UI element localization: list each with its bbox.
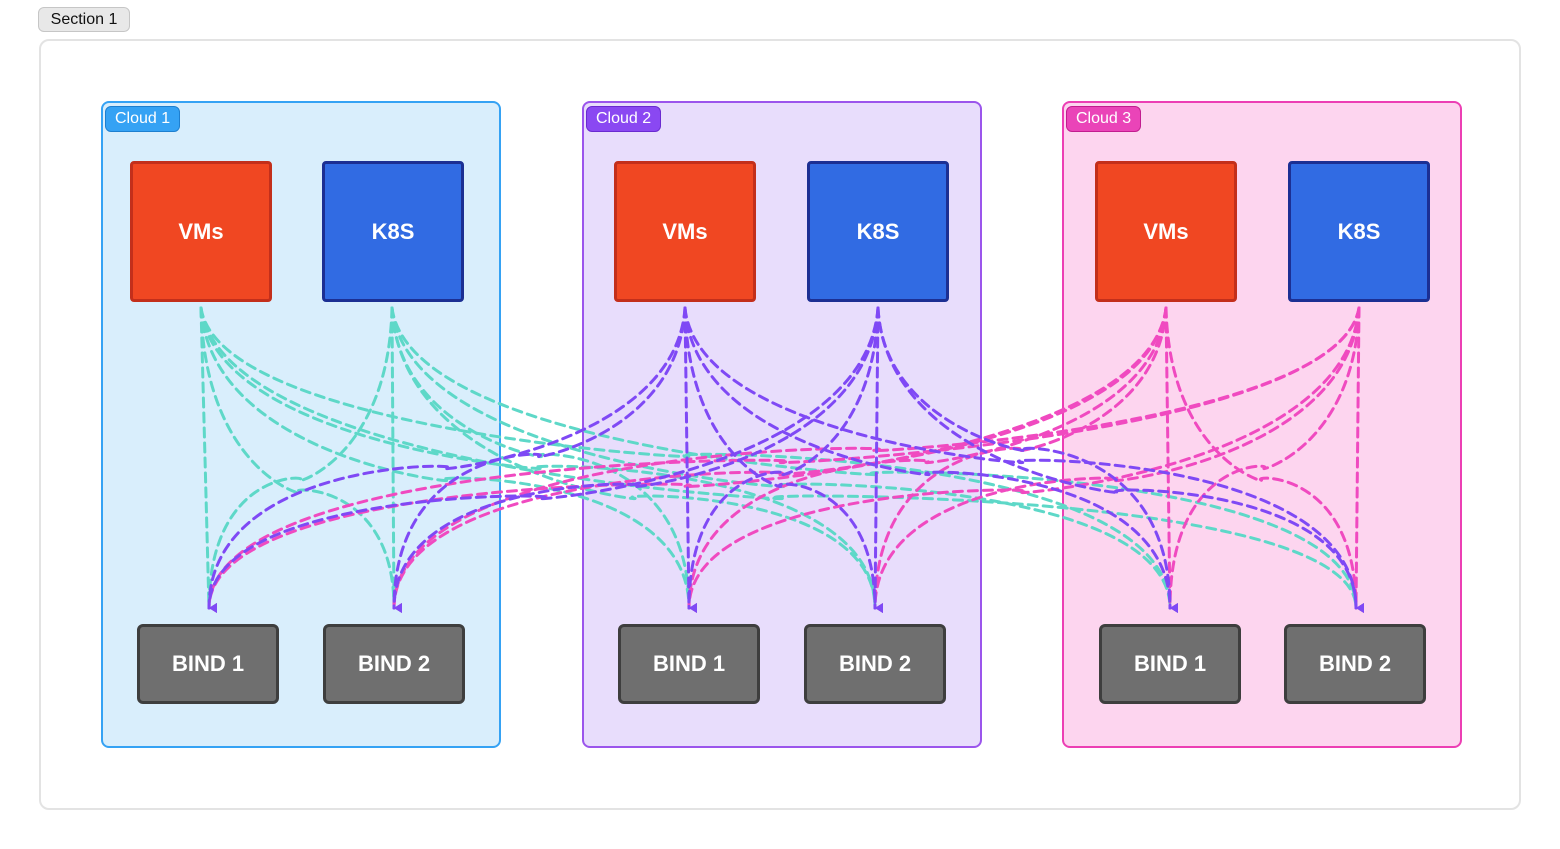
cloud-2-k8s-node[interactable]: K8S — [807, 161, 949, 302]
cloud-2-bind-1-node[interactable]: BIND 1 — [618, 624, 760, 704]
cloud-3-label[interactable]: Cloud 3 — [1066, 106, 1142, 132]
cloud-2-label[interactable]: Cloud 2 — [586, 106, 662, 132]
cloud-3-bind-1-node[interactable]: BIND 1 — [1099, 624, 1241, 704]
cloud-2-vms-node[interactable]: VMs — [614, 161, 756, 302]
cloud-1-vms-node[interactable]: VMs — [130, 161, 272, 302]
cloud-3-k8s-node[interactable]: K8S — [1288, 161, 1430, 302]
cloud-1-bind-1-node[interactable]: BIND 1 — [137, 624, 279, 704]
cloud-1-label[interactable]: Cloud 1 — [105, 106, 181, 132]
cloud-1-k8s-node[interactable]: K8S — [322, 161, 464, 302]
cloud-1-bind-2-node[interactable]: BIND 2 — [323, 624, 465, 704]
section-frame — [39, 39, 1521, 810]
section-label[interactable]: Section 1 — [38, 7, 130, 32]
cloud-3-bind-2-node[interactable]: BIND 2 — [1284, 624, 1426, 704]
cloud-2-bind-2-node[interactable]: BIND 2 — [804, 624, 946, 704]
cloud-3-vms-node[interactable]: VMs — [1095, 161, 1237, 302]
